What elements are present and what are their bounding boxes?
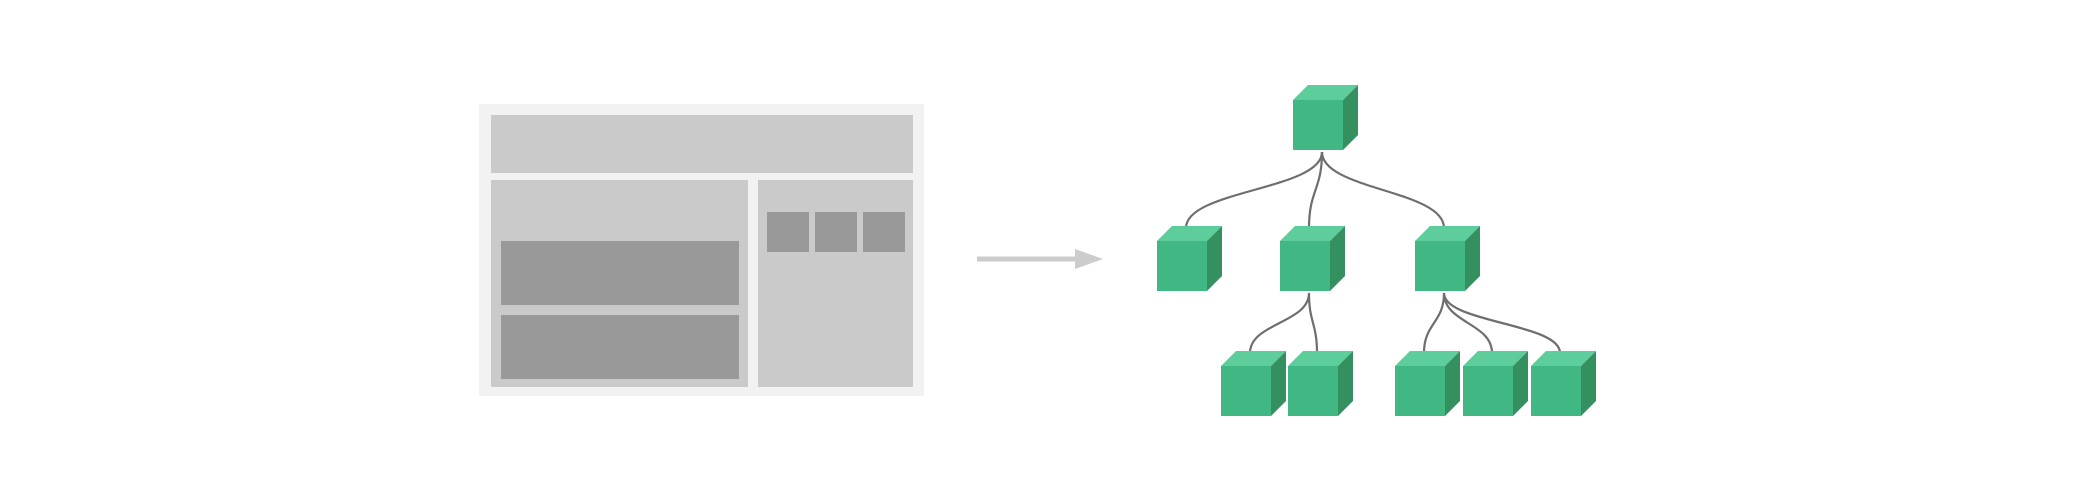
cube-side-face bbox=[1271, 351, 1286, 416]
cube-side-face bbox=[1581, 351, 1596, 416]
cube-front-face bbox=[1288, 366, 1338, 416]
layout-aside-tile bbox=[863, 212, 905, 252]
tree-connector bbox=[1320, 151, 1446, 229]
tree-connector bbox=[1184, 151, 1324, 229]
cube-side-face bbox=[1513, 351, 1528, 416]
right-arrow-icon bbox=[977, 249, 1103, 269]
cube-top-face bbox=[1293, 85, 1358, 100]
layout-aside-region bbox=[758, 180, 913, 387]
component-tree bbox=[1157, 85, 1596, 416]
cube-top-face bbox=[1415, 226, 1480, 241]
tree-connector bbox=[1307, 292, 1319, 354]
cube-side-face bbox=[1330, 226, 1345, 291]
layout-mockup bbox=[479, 104, 924, 396]
cube-icon bbox=[1288, 351, 1353, 416]
cube-icon bbox=[1293, 85, 1358, 150]
cube-top-face bbox=[1395, 351, 1460, 366]
cube-top-face bbox=[1157, 226, 1222, 241]
cube-front-face bbox=[1157, 241, 1207, 291]
arrow-head bbox=[1075, 249, 1103, 269]
cube-side-face bbox=[1465, 226, 1480, 291]
cube-front-face bbox=[1280, 241, 1330, 291]
tree-connectors bbox=[1184, 151, 1562, 354]
cube-icon bbox=[1463, 351, 1528, 416]
layout-header-region bbox=[491, 115, 913, 173]
layout-aside-tile bbox=[767, 212, 809, 252]
tree-connector bbox=[1442, 292, 1494, 354]
cube-front-face bbox=[1221, 366, 1271, 416]
cube-top-face bbox=[1531, 351, 1596, 366]
tree-connector bbox=[1248, 292, 1311, 354]
cube-icon bbox=[1221, 351, 1286, 416]
cube-front-face bbox=[1531, 366, 1581, 416]
cube-front-face bbox=[1293, 100, 1343, 150]
cube-icon bbox=[1531, 351, 1596, 416]
cube-top-face bbox=[1221, 351, 1286, 366]
cube-front-face bbox=[1463, 366, 1513, 416]
cube-side-face bbox=[1445, 351, 1460, 416]
cube-side-face bbox=[1207, 226, 1222, 291]
cube-top-face bbox=[1288, 351, 1353, 366]
cube-icon bbox=[1157, 226, 1222, 291]
tree-connector bbox=[1307, 151, 1324, 229]
layout-main-block bbox=[501, 315, 739, 379]
cube-top-face bbox=[1280, 226, 1345, 241]
cube-side-face bbox=[1343, 85, 1358, 150]
cube-icon bbox=[1395, 351, 1460, 416]
tree-nodes bbox=[1157, 85, 1596, 416]
cube-side-face bbox=[1338, 351, 1353, 416]
layout-main-block bbox=[501, 241, 739, 305]
tree-connector bbox=[1442, 292, 1562, 354]
cube-front-face bbox=[1415, 241, 1465, 291]
cube-icon bbox=[1280, 226, 1345, 291]
cube-front-face bbox=[1395, 366, 1445, 416]
tree-connector bbox=[1422, 292, 1446, 354]
cube-top-face bbox=[1463, 351, 1528, 366]
cube-icon bbox=[1415, 226, 1480, 291]
layout-aside-tile bbox=[815, 212, 857, 252]
